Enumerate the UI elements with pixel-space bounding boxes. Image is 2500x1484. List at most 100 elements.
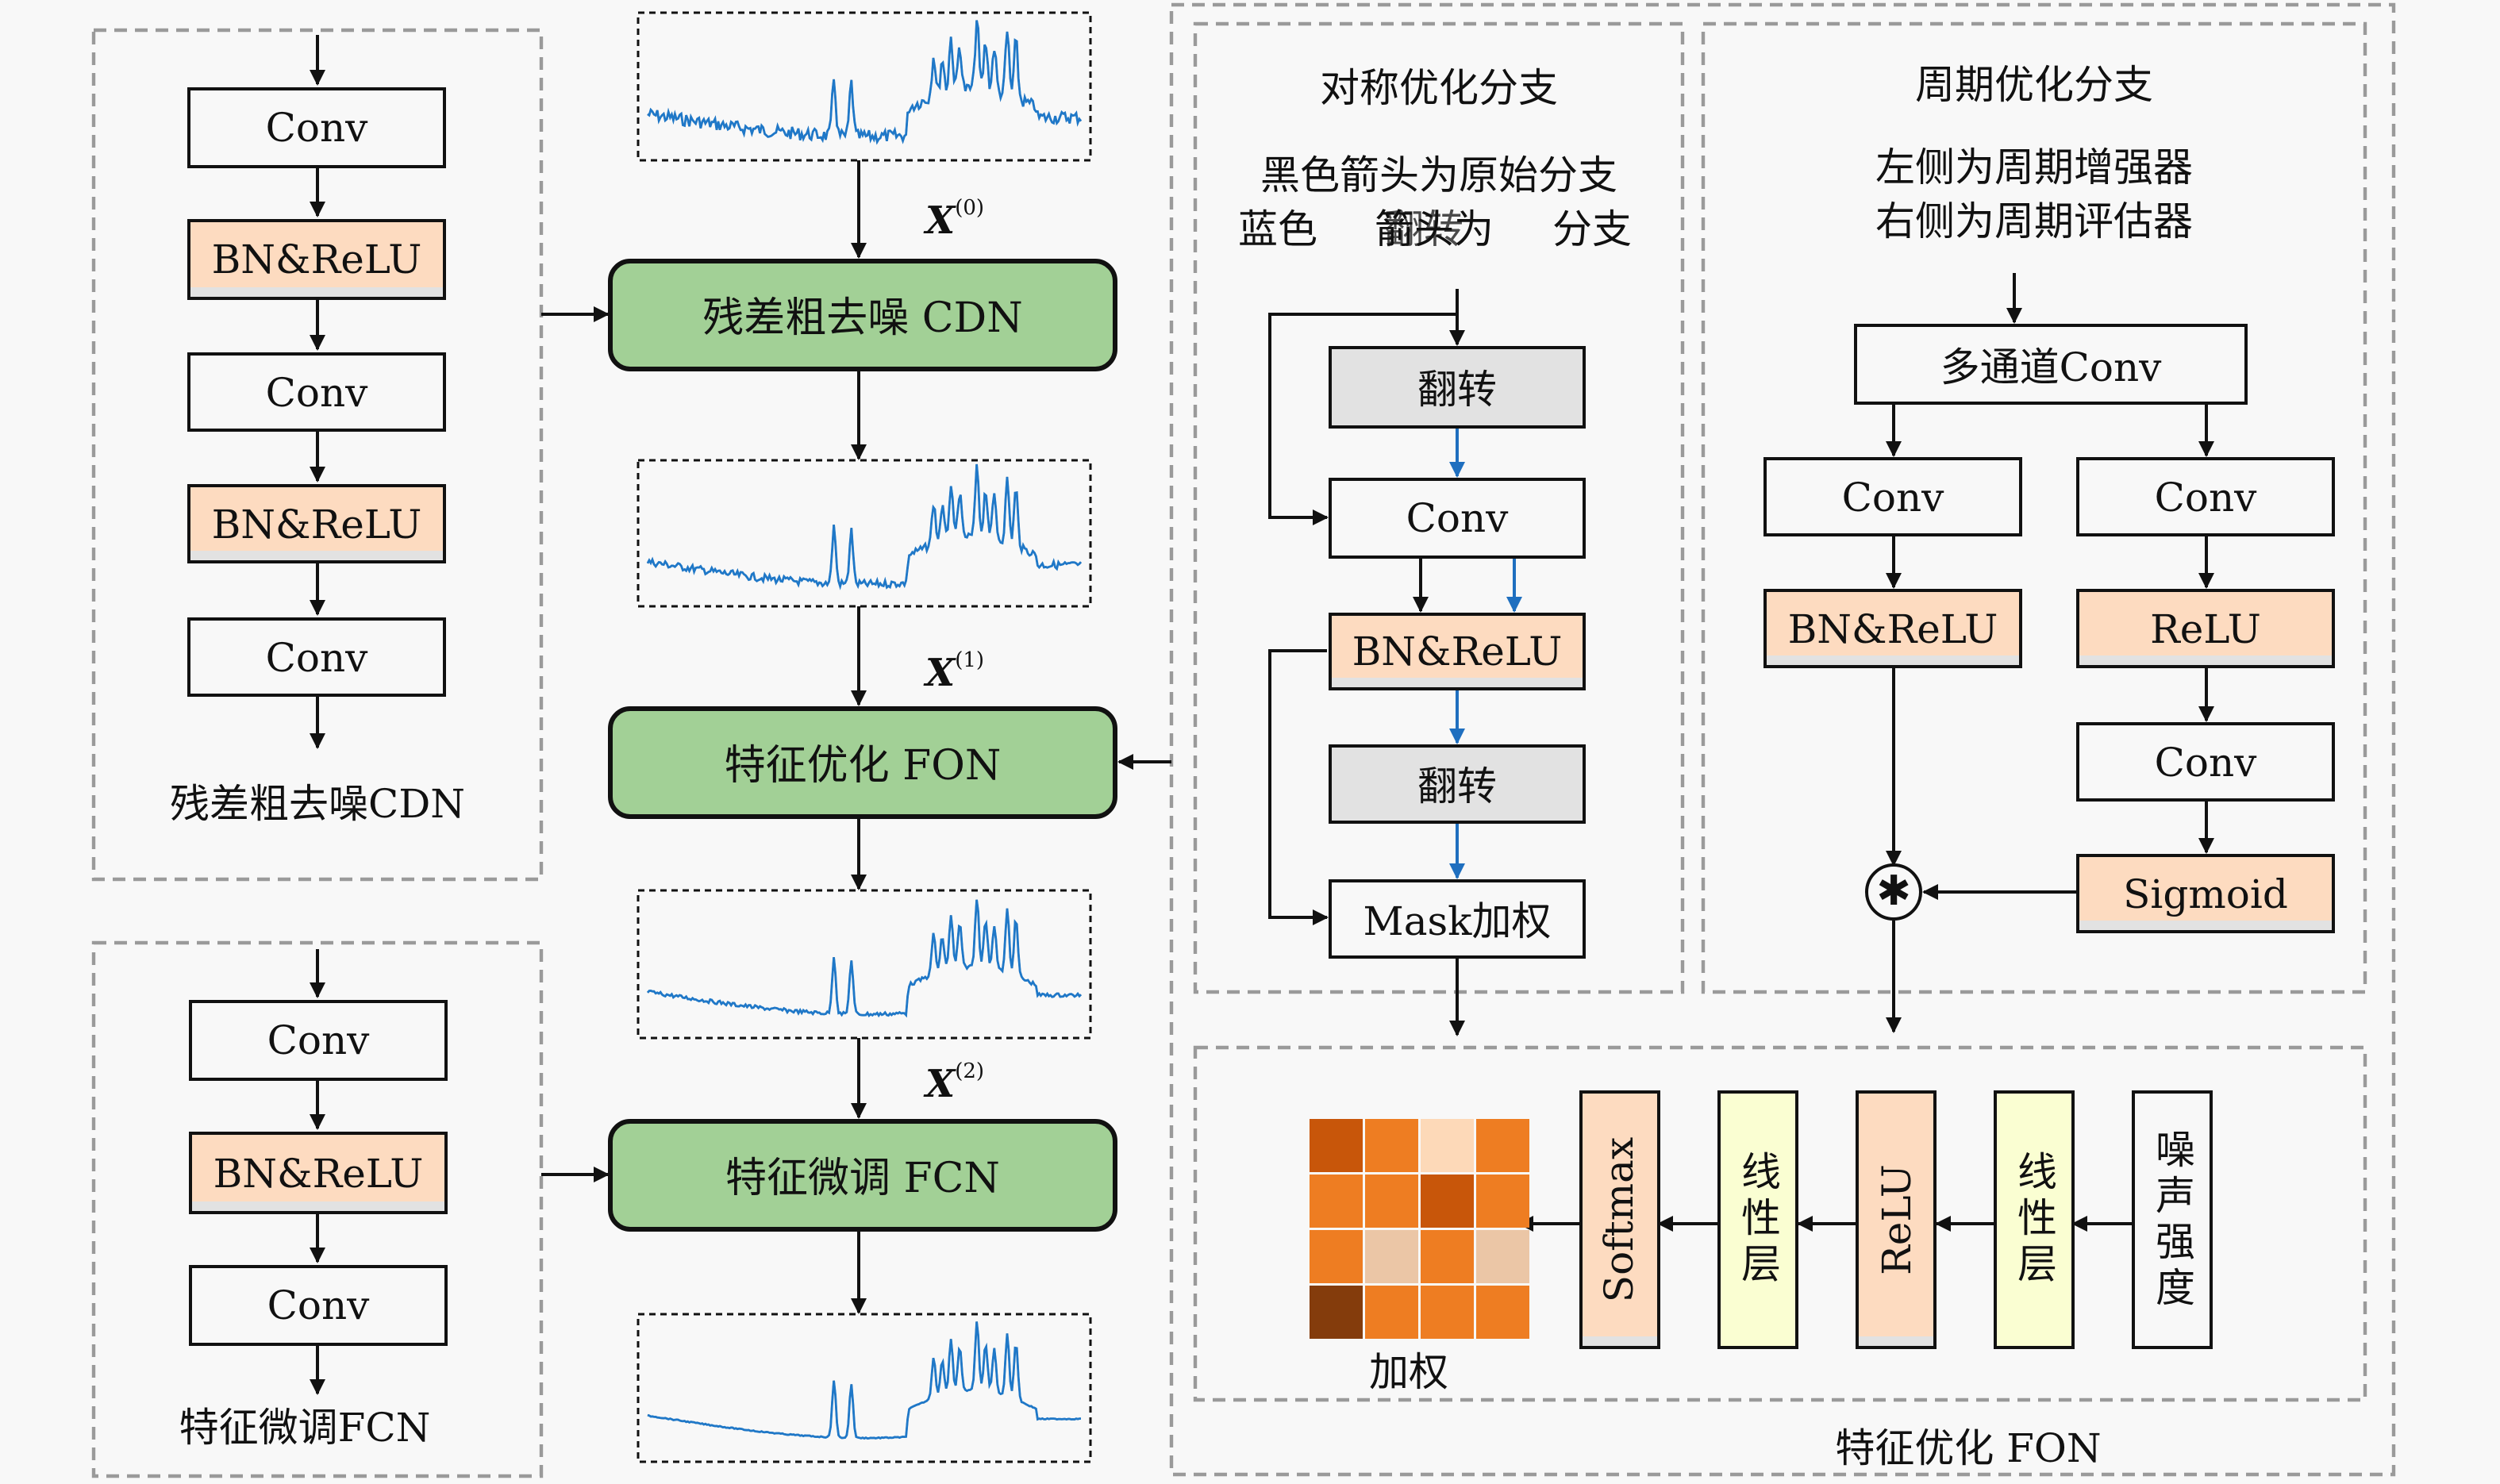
waveform-frame-1 bbox=[637, 459, 1092, 608]
relu-block-label: ReLU bbox=[1873, 1164, 1920, 1275]
fcn-conv-2: Conv bbox=[189, 1265, 448, 1346]
cdn-conv-1: Conv bbox=[187, 87, 446, 168]
per-left-conv-label: Conv bbox=[1841, 474, 1944, 520]
periodic-arrows bbox=[1865, 273, 2214, 1033]
sym-flip-1-label: 翻转 bbox=[1417, 367, 1497, 413]
symmetric-note-2: 蓝色 箭头为 翻转 分支 bbox=[1238, 198, 1651, 256]
signal-x0-sup: (0) bbox=[955, 197, 985, 221]
per-left-bnrelu: BN&ReLU bbox=[1763, 589, 2022, 668]
linear-layer-2-label: 线性层 bbox=[1736, 1151, 1782, 1289]
signal-x2-sup: (2) bbox=[955, 1060, 985, 1084]
cdn-conv-1-label: Conv bbox=[265, 105, 368, 151]
waveform-frame-0 bbox=[637, 11, 1092, 162]
heatmap-cell bbox=[1476, 1286, 1529, 1339]
noise-intensity-label: 噪声强度 bbox=[2150, 1128, 2196, 1312]
periodic-note-2: 右侧为周期评估器 bbox=[1875, 198, 2193, 244]
per-left-bnrelu-label: BN&ReLU bbox=[1787, 606, 1998, 652]
cdn-bnrelu-2-label: BN&ReLU bbox=[211, 501, 422, 547]
waveform-trace bbox=[647, 20, 1083, 145]
signal-x1-sup: (1) bbox=[955, 649, 985, 673]
heatmap-caption: 加权 bbox=[1368, 1349, 1448, 1395]
heatmap-cell bbox=[1365, 1230, 1418, 1283]
cdn-conv-3: Conv bbox=[187, 617, 446, 697]
waveform-trace bbox=[646, 899, 1082, 1018]
heatmap-cell bbox=[1421, 1286, 1474, 1339]
heatmap-cell bbox=[1365, 1286, 1418, 1339]
stage-fon-label: 特征优化 FON bbox=[724, 743, 1002, 790]
periodic-branch-container bbox=[1701, 21, 2367, 994]
stage-cdn: 残差粗去噪 CDN bbox=[608, 259, 1117, 371]
periodic-note-1: 左侧为周期增强器 bbox=[1875, 144, 2193, 190]
multiply-icon: ✱ bbox=[1876, 868, 1911, 916]
cdn-conv-2-label: Conv bbox=[265, 369, 368, 415]
signal-x1: X(1) bbox=[925, 649, 984, 695]
stage-fon: 特征优化 FON bbox=[608, 706, 1117, 819]
linear-layer-1: 线性层 bbox=[1994, 1090, 2075, 1349]
per-left-conv: Conv bbox=[1763, 457, 2022, 536]
stage-fcn-label: 特征微调 FCN bbox=[725, 1155, 1000, 1203]
symmetric-branch-container bbox=[1193, 21, 1685, 994]
fcn-caption: 特征微调FCN bbox=[179, 1405, 431, 1451]
relu-block: ReLU bbox=[1856, 1090, 1937, 1349]
noise-intensity-block: 噪声强度 bbox=[2132, 1090, 2213, 1349]
symmetric-branch-title: 对称优化分支 bbox=[1319, 65, 1558, 111]
stage-cdn-label: 残差粗去噪 CDN bbox=[702, 295, 1023, 343]
linear-layer-2: 线性层 bbox=[1717, 1090, 1798, 1349]
signal-x0: X(0) bbox=[925, 197, 984, 243]
linear-layer-1-label: 线性层 bbox=[2012, 1151, 2058, 1289]
fcn-bnrelu-label: BN&ReLU bbox=[213, 1150, 424, 1196]
symmetric-note-1: 黑色箭头为原始分支 bbox=[1260, 152, 1617, 198]
per-multichannel-conv: 多通道Conv bbox=[1854, 324, 2248, 405]
heatmap-cell bbox=[1476, 1119, 1529, 1172]
softmax-block-label: Softmax bbox=[1597, 1136, 1643, 1303]
waveform-frame-3 bbox=[637, 1313, 1092, 1463]
cdn-container bbox=[91, 28, 544, 882]
sym-bnrelu-label: BN&ReLU bbox=[1352, 629, 1563, 675]
weight-heatmap bbox=[1310, 1119, 1529, 1339]
waveform-trace-shadow bbox=[647, 899, 1082, 1017]
heatmap-cell bbox=[1310, 1119, 1363, 1172]
signal-x2: X(2) bbox=[925, 1060, 984, 1106]
heatmap-cell bbox=[1476, 1175, 1529, 1228]
cdn-bnrelu-1-label: BN&ReLU bbox=[211, 236, 422, 283]
sym-flip-2-label: 翻转 bbox=[1417, 763, 1497, 809]
heatmap-cell bbox=[1421, 1175, 1474, 1228]
note-flip-word: 翻转 bbox=[1384, 206, 1464, 252]
per-right-conv-1-label: Conv bbox=[2154, 474, 2257, 520]
sym-mask-weight: Mask加权 bbox=[1329, 879, 1586, 959]
per-right-conv-1: Conv bbox=[2076, 457, 2335, 536]
waveform-trace bbox=[647, 1321, 1081, 1440]
sym-bnrelu: BN&ReLU bbox=[1329, 613, 1586, 690]
fon-caption: 特征优化 FON bbox=[1835, 1425, 2102, 1471]
heatmap-cell bbox=[1421, 1119, 1474, 1172]
weighting-container bbox=[1193, 1045, 2367, 1402]
note-arrow-word: 箭头为 bbox=[1375, 206, 1494, 252]
signal-x1-symbol: X bbox=[925, 649, 956, 695]
per-right-conv-2-label: Conv bbox=[2154, 739, 2257, 785]
cdn-bnrelu-2: BN&ReLU bbox=[187, 484, 446, 563]
heatmap-cell bbox=[1365, 1175, 1418, 1228]
note-blue-word: 蓝色 bbox=[1238, 206, 1318, 252]
heatmap-cell bbox=[1310, 1286, 1363, 1339]
fcn-bnrelu: BN&ReLU bbox=[189, 1132, 448, 1214]
pipeline-arrows bbox=[541, 160, 1171, 1314]
fcn-conv-1: Conv bbox=[189, 1000, 448, 1081]
per-right-relu: ReLU bbox=[2076, 589, 2335, 668]
heatmap-cell bbox=[1476, 1230, 1529, 1283]
sym-conv: Conv bbox=[1329, 478, 1586, 559]
fcn-conv-2-label: Conv bbox=[267, 1282, 370, 1328]
waveform-frame-2 bbox=[637, 889, 1092, 1040]
cdn-caption: 残差粗去噪CDN bbox=[169, 781, 466, 827]
cdn-bnrelu-1: BN&ReLU bbox=[187, 219, 446, 300]
heatmap-cell bbox=[1421, 1230, 1474, 1283]
periodic-branch-title: 周期优化分支 bbox=[1914, 62, 2153, 108]
sym-flip-2: 翻转 bbox=[1329, 744, 1586, 824]
per-multichannel-conv-label: 多通道Conv bbox=[1940, 344, 2162, 390]
sym-flip-1: 翻转 bbox=[1329, 346, 1586, 429]
fon-container bbox=[1169, 2, 2396, 1477]
per-right-sigmoid-label: Sigmoid bbox=[2123, 871, 2288, 917]
waveform-trace bbox=[646, 463, 1083, 590]
sym-conv-label: Conv bbox=[1406, 495, 1509, 541]
